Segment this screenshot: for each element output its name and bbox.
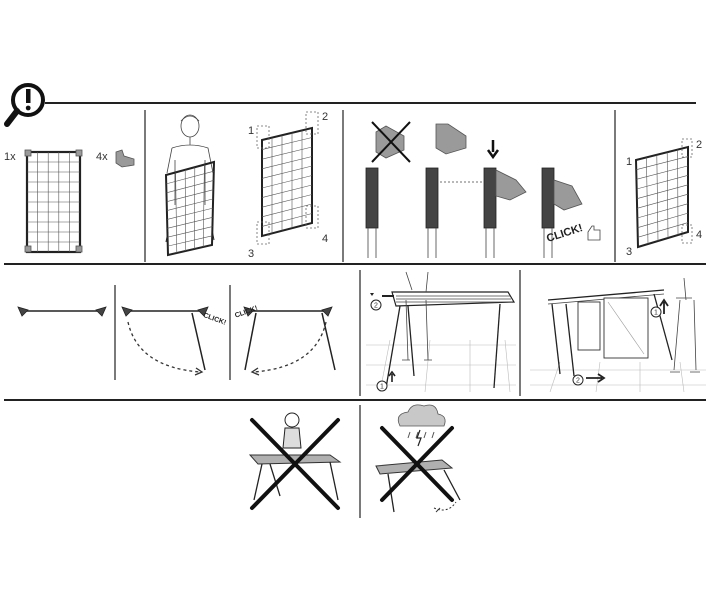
mesh-wire [166,198,214,211]
floor-tiles [366,339,516,393]
corner-label-2: 2 [322,111,328,123]
panel-corners-left: 1 2 3 4 [248,111,328,260]
rack-with-laundry [547,289,673,377]
mesh-wire [175,172,178,254]
fold-step-1: 1 [380,384,384,391]
rack-open [385,291,516,389]
warning-no-climbing [248,412,342,510]
leg-2 [425,167,486,258]
mesh-wire [261,184,313,198]
panel-person-unfold [164,114,216,257]
push-arrow: 2 [572,373,606,386]
mesh-wire [167,217,213,229]
panel-clip-fitting: CLICK! [365,121,601,258]
mesh-wire [261,175,313,189]
mesh-wire [636,184,689,199]
clip-wrong-orientation [371,121,411,163]
fold-arrow-bottom: 1 [376,370,396,392]
mesh-wire [637,212,689,228]
corner-label-3: 3 [248,248,254,260]
mesh-wire [637,193,689,209]
mesh-wire [167,235,213,247]
corner-label-4: 4 [322,233,328,245]
mesh-wire [261,194,313,208]
mesh-wire [167,226,213,238]
panel-move: 1 2 [530,277,706,393]
mesh-wire [637,222,689,238]
mesh-wire [167,207,213,220]
corner-label-1: 1 [626,156,632,168]
mesh-wire [637,203,689,219]
mesh-wire [166,180,214,194]
floor-tiles-2 [530,361,706,393]
mesh-wire [636,165,689,180]
corner-label-2: 2 [696,139,702,151]
corner-label-1: 1 [248,125,254,137]
rack-one-leg-open: CLICK! [121,306,227,376]
panel-fold: 2 1 [366,271,516,393]
leg-4 [541,167,583,258]
pull-arrow [165,229,215,243]
thumbs-up-icon [587,225,601,241]
panel-legs: CLICK! CLICK! [17,305,336,376]
mesh-wire [646,157,649,245]
prohibited-cross-2 [250,418,340,510]
clip-count: 4x [96,151,108,163]
frame-tilted-right [634,145,689,249]
person-figure [166,114,214,205]
tilted-mesh-frame [164,160,216,257]
press-down-arrow [486,140,500,160]
attention-magnifier-icon [4,83,45,127]
child-on-rack-icon [248,412,342,501]
rack-both-legs-open: CLICK! [234,305,336,376]
mesh-wire [261,146,313,160]
panel-corners-right: 1 2 3 4 [626,138,702,258]
lift-arrow: 1 [650,298,669,318]
mesh-wire [656,154,659,242]
person-right [670,277,700,373]
mesh-wire [666,152,669,239]
storm-cloud-icon [397,404,446,447]
mesh-wire [261,213,313,227]
clip-right-orientation [435,123,467,155]
prohibited-cross-2 [380,426,454,502]
mesh-wire [261,156,313,170]
move-step-1: 1 [654,310,658,317]
leg-1 [365,167,379,258]
move-step-2: 2 [576,378,580,385]
click-label-left: CLICK! [202,312,227,327]
fold-step-2: 2 [374,303,378,310]
mesh-wire [261,137,313,150]
frame-tilted-left [261,126,313,238]
leg-3 [483,167,527,258]
mesh-wire [261,165,313,179]
corner-label-3: 3 [626,246,632,258]
mesh-wire [636,175,689,190]
fold-arrow-top: 2 [370,293,394,311]
mesh-frame [24,149,83,254]
mesh-wire [166,189,214,202]
corner-clip-icon [115,149,135,168]
mesh-wire [636,156,689,170]
frame-count: 1x [4,151,16,163]
panel-parts: 1x 4x [4,149,135,254]
warning-no-storm [375,404,461,513]
mesh-wire [202,164,205,248]
mesh-wire [166,170,214,185]
person-legs [402,271,432,361]
rack-folded [17,306,107,317]
mesh-wire [261,203,313,218]
corner-label-4: 4 [696,229,702,241]
